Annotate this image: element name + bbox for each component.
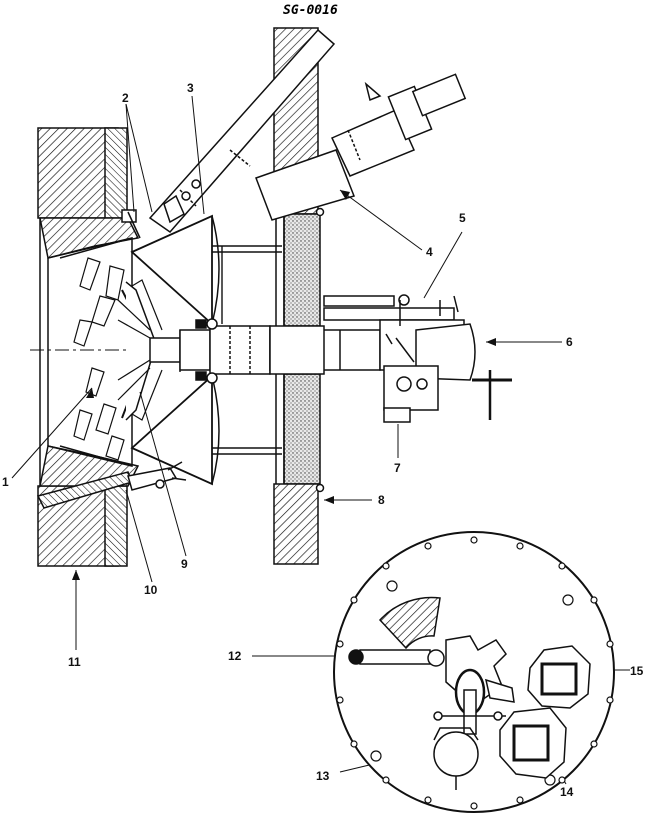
callout-6: 6 <box>566 335 573 349</box>
callout-labels: 2 3 4 5 6 7 8 1 9 10 11 12 13 14 15 <box>2 81 644 799</box>
callout-14: 14 <box>560 785 574 799</box>
callout-11: 11 <box>68 655 81 669</box>
callout-5: 5 <box>459 211 466 225</box>
front-view <box>333 531 615 813</box>
callout-12: 12 <box>228 649 242 663</box>
callout-10: 10 <box>144 583 158 597</box>
lower-nozzle <box>36 461 187 509</box>
callout-9: 9 <box>181 557 188 571</box>
atomizer-assembly <box>323 294 512 423</box>
callout-2: 2 <box>122 91 129 105</box>
callout-7: 7 <box>394 461 401 475</box>
callout-15: 15 <box>630 664 644 678</box>
flame-scanner <box>255 73 467 221</box>
callout-3: 3 <box>187 81 194 95</box>
side-elevation-view <box>30 27 512 567</box>
ignitor-tube <box>121 28 336 239</box>
callout-4: 4 <box>426 245 433 259</box>
throat-vanes <box>73 257 125 461</box>
burner-barrel <box>149 318 381 384</box>
air-register-upper <box>130 214 220 486</box>
callout-8: 8 <box>378 493 385 507</box>
callout-1: 1 <box>2 475 9 489</box>
callout-13: 13 <box>316 769 330 783</box>
document-id: SG-0016 <box>283 3 338 18</box>
bolt-ring <box>336 536 614 810</box>
